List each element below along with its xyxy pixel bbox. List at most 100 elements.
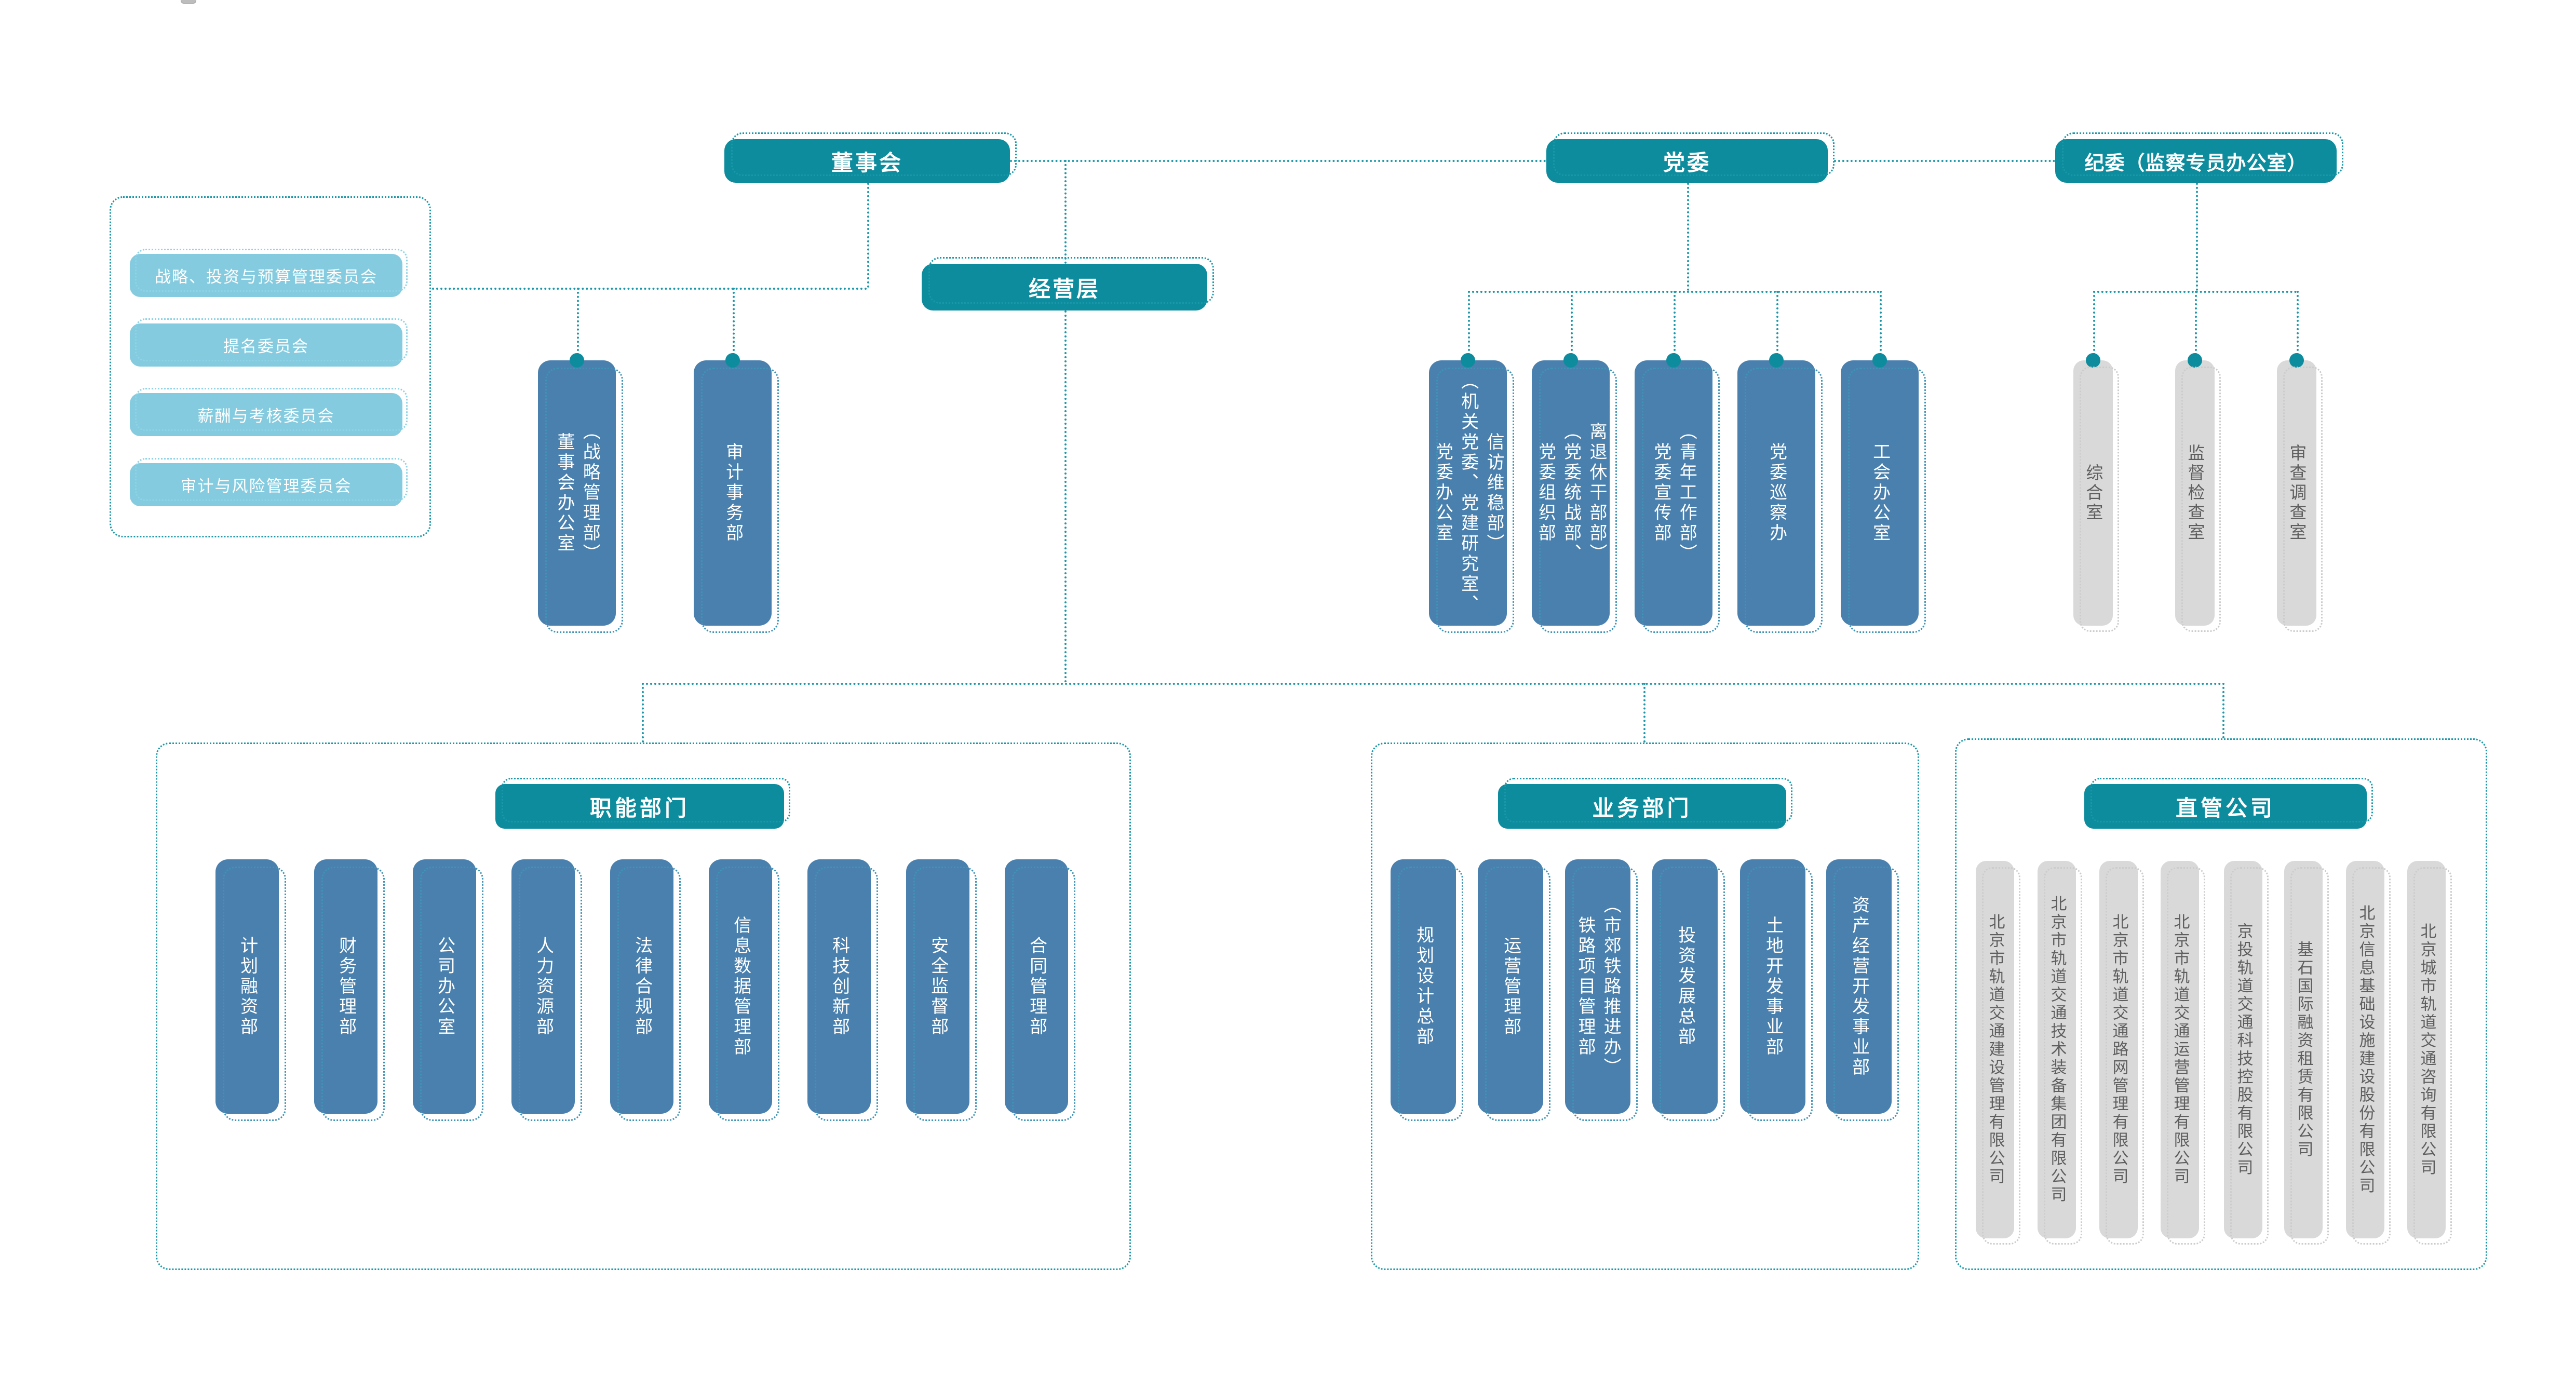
connector-drop-subsidiaries	[2222, 683, 2224, 738]
office-review-investigation: 审查调查室	[2277, 353, 2316, 626]
dept-party-inspection: 党委巡察办	[1737, 353, 1815, 626]
dept-finance-management: 财务管理部	[314, 859, 377, 1114]
connector-drop-party-dept-4	[1880, 291, 1882, 355]
dept-label: 铁路项目管理部 （市郊铁路推进办）	[1575, 895, 1621, 1078]
committee-nomination: 提名委员会	[130, 323, 402, 367]
company-construction-management: 北京市轨道交通建设管理有限公司	[1976, 861, 2014, 1238]
dept-label: 党委组织部 （党委统战部、 离退休干部部）	[1535, 422, 1607, 564]
dept-label: 资产经营开发事业部	[1849, 895, 1869, 1078]
connector-dot	[1872, 353, 1887, 368]
dept-label: 规划设计总部	[1413, 926, 1434, 1047]
company-label: 北京市轨道交通建设管理有限公司	[1986, 913, 2005, 1186]
connector-board-depts	[424, 288, 867, 290]
node-board-label: 董事会	[831, 150, 903, 175]
section-title: 直管公司	[2175, 795, 2275, 820]
dept-label: 运营管理部	[1501, 936, 1521, 1037]
dept-asset-operation-development: 资产经营开发事业部	[1826, 859, 1892, 1114]
company-label: 北京市轨道交通路网管理有限公司	[2110, 913, 2128, 1186]
dept-board-office: 董事会办公室 （战略管理部）	[538, 353, 616, 626]
dept-label: 党委巡察办	[1766, 442, 1787, 544]
connector-dot	[2086, 353, 2100, 368]
dept-label: 董事会办公室 （战略管理部）	[555, 422, 600, 564]
dept-label: 投资发展总部	[1675, 926, 1695, 1047]
node-discipline-label: 纪委（监察专员办公室）	[2084, 152, 2308, 174]
committee-label: 战略、投资与预算管理委员会	[155, 268, 377, 286]
dept-operation-management: 运营管理部	[1478, 859, 1543, 1114]
connector-board-party	[1010, 160, 1546, 162]
connector-dot	[570, 353, 584, 368]
dept-party-organization: 党委组织部 （党委统战部、 离退休干部部）	[1532, 353, 1610, 626]
section-label-business: 业务部门	[1498, 784, 1786, 829]
node-party-committee: 党委	[1546, 139, 1828, 183]
office-label: 综合室	[2083, 463, 2103, 523]
company-label: 基石国际融资租赁有限公司	[2295, 940, 2313, 1159]
connector-dot	[1563, 353, 1578, 368]
dept-audit-affairs: 审计事务部	[694, 353, 772, 626]
board-committees-panel: 战略、投资与预算管理委员会 提名委员会 薪酬与考核委员会 审计与风险管理委员会	[110, 196, 431, 537]
connector-dot	[1769, 353, 1784, 368]
dept-label: 人力资源部	[533, 936, 554, 1037]
company-operation-management: 北京市轨道交通运营管理有限公司	[2161, 861, 2199, 1238]
connector-sections	[642, 683, 2222, 685]
dept-investment-development-hq: 投资发展总部	[1652, 859, 1718, 1114]
company-label: 京投轨道交通科技控股有限公司	[2234, 922, 2253, 1177]
company-jingtou-tech-holding: 京投轨道交通科技控股有限公司	[2224, 861, 2262, 1238]
company-label: 北京城市轨道交通咨询有限公司	[2418, 922, 2436, 1177]
connector-drop-party-dept-1	[1571, 291, 1573, 355]
office-supervision-inspection: 监督检查室	[2175, 353, 2215, 626]
connector-dot	[2188, 353, 2202, 368]
section-title: 业务部门	[1592, 795, 1692, 820]
dept-label: 信息数据管理部	[731, 915, 751, 1058]
section-label-functional: 职能部门	[495, 784, 784, 829]
connector-dot	[2289, 353, 2304, 368]
company-rail-transit-consulting: 北京城市轨道交通咨询有限公司	[2407, 861, 2446, 1238]
dept-safety-supervision: 安全监督部	[906, 859, 969, 1114]
connector-drop-business	[1643, 683, 1646, 743]
connector-management-down	[1064, 310, 1067, 683]
top-edge-artifact	[181, 0, 196, 4]
office-general: 综合室	[2073, 353, 2113, 626]
dept-contract-management: 合同管理部	[1005, 859, 1068, 1114]
committee-audit-risk: 审计与风险管理委员会	[130, 463, 402, 506]
node-board-of-directors: 董事会	[724, 139, 1010, 183]
connector-drop-party-dept-0	[1468, 291, 1470, 355]
dept-planning-financing: 计划融资部	[215, 859, 279, 1114]
node-management-label: 经营层	[1028, 276, 1100, 301]
connector-drop-board-dept-1	[733, 288, 735, 355]
office-label: 审查调查室	[2287, 443, 2307, 543]
node-management-layer: 经营层	[922, 264, 1207, 310]
connector-board-down	[867, 183, 869, 288]
dept-labor-union-office: 工会办公室	[1841, 353, 1919, 626]
committee-compensation-appraisal: 薪酬与考核委员会	[130, 393, 402, 436]
dept-label: 党委宣传部 （青年工作部）	[1651, 422, 1697, 564]
dept-label: 安全监督部	[928, 936, 948, 1037]
committee-label: 提名委员会	[223, 338, 309, 356]
dept-science-innovation: 科技创新部	[807, 859, 871, 1114]
dept-label: 合同管理部	[1027, 936, 1047, 1037]
dept-human-resources: 人力资源部	[511, 859, 575, 1114]
dept-label: 法律合规部	[632, 936, 652, 1037]
dept-label: 财务管理部	[336, 936, 356, 1037]
dept-label: 计划融资部	[237, 936, 258, 1037]
company-label: 北京信息基础设施建设股份有限公司	[2356, 904, 2375, 1195]
committee-strategy-investment-budget: 战略、投资与预算管理委员会	[130, 254, 402, 297]
connector-drop-board-dept-0	[577, 288, 579, 355]
connector-drop-party-dept-3	[1776, 291, 1778, 355]
node-party-label: 党委	[1663, 150, 1711, 175]
office-label: 监督检查室	[2185, 443, 2205, 543]
company-label: 北京市轨道交通运营管理有限公司	[2171, 913, 2190, 1186]
company-label: 北京市轨道交通技术装备集团有限公司	[2048, 895, 2067, 1204]
dept-label: 公司办公室	[435, 936, 455, 1037]
committee-label: 审计与风险管理委员会	[180, 477, 352, 495]
dept-label: 土地开发事业部	[1763, 915, 1783, 1058]
company-information-infrastructure: 北京信息基础设施建设股份有限公司	[2346, 861, 2384, 1238]
connector-drop-office-2	[2297, 291, 2299, 355]
dept-party-office: 党委办公室 （机关党委、党建研究室、 信访维稳部）	[1429, 353, 1507, 626]
committee-label: 薪酬与考核委员会	[197, 407, 335, 425]
dept-label: 审计事务部	[723, 442, 743, 544]
dept-legal-compliance: 法律合规部	[610, 859, 673, 1114]
company-technology-equipment-group: 北京市轨道交通技术装备集团有限公司	[2038, 861, 2076, 1238]
connector-party-down	[1687, 183, 1689, 291]
company-network-management: 北京市轨道交通路网管理有限公司	[2099, 861, 2138, 1238]
dept-company-office: 公司办公室	[413, 859, 476, 1114]
